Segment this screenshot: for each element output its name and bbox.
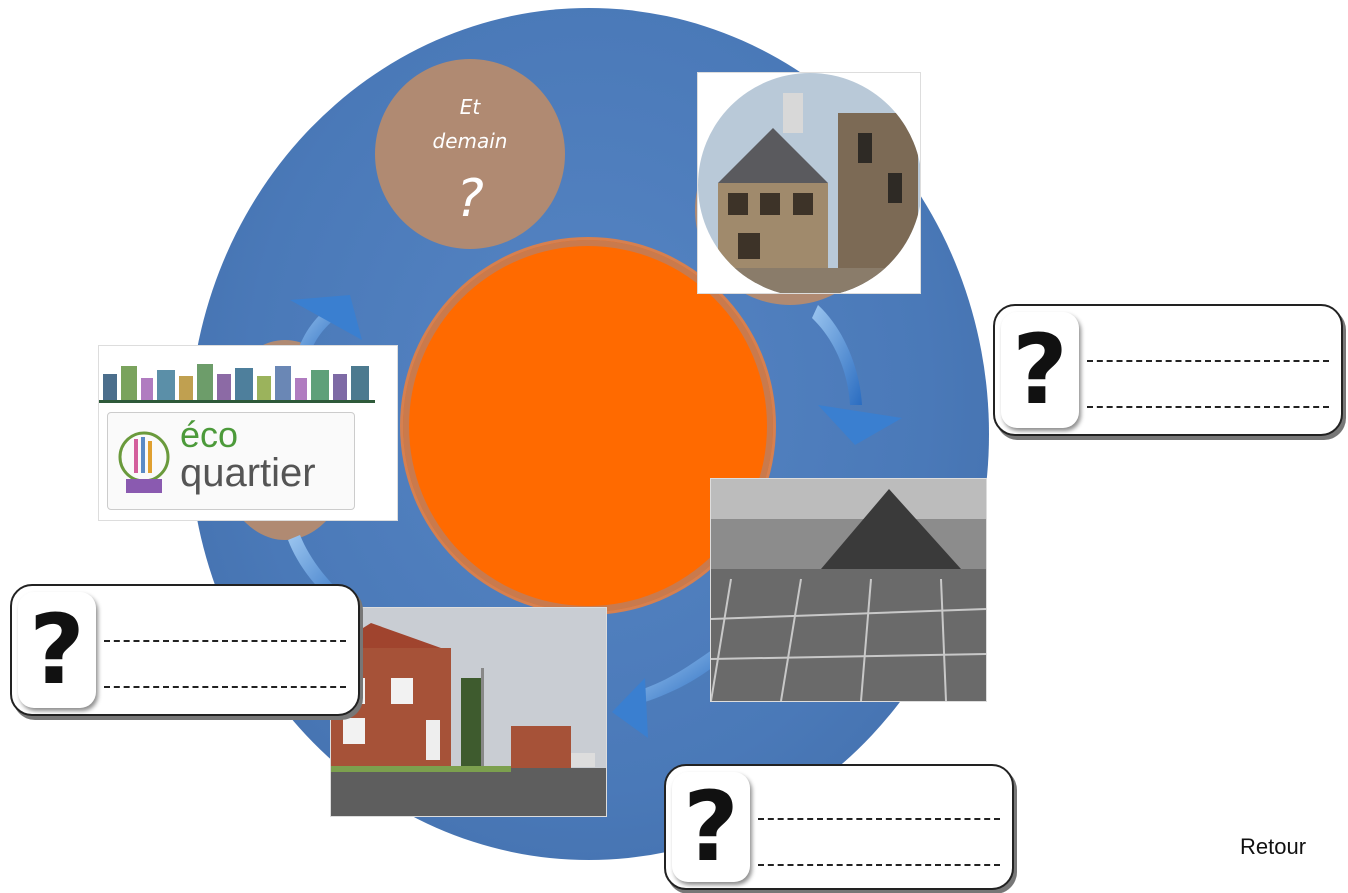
- eco-logo-line2: quartier: [180, 451, 316, 495]
- question-mark-icon: ?: [672, 771, 750, 883]
- houses-banner-icon: [99, 364, 375, 403]
- stage-future[interactable]: Et demain ?: [375, 59, 565, 249]
- old-town-image: [698, 73, 920, 293]
- eco-emblem-icon: [118, 431, 170, 493]
- row-houses-image: [331, 608, 606, 816]
- answer-line[interactable]: [1087, 360, 1329, 362]
- answer-line[interactable]: [758, 864, 1000, 866]
- answer-line[interactable]: [104, 640, 346, 642]
- question-box-right[interactable]: ?: [993, 304, 1343, 436]
- question-mark-icon: ?: [18, 592, 96, 708]
- answer-line[interactable]: [758, 818, 1000, 820]
- mining-town-image: [711, 479, 986, 701]
- eco-logo-box: éco quartier: [107, 412, 355, 510]
- photo-old-town[interactable]: [697, 72, 921, 294]
- back-link[interactable]: Retour: [1240, 834, 1307, 859]
- photo-row-houses[interactable]: [330, 607, 607, 817]
- curved-arrow-icon: [812, 305, 902, 445]
- answer-line[interactable]: [104, 686, 346, 688]
- future-label-line2: demain: [432, 129, 508, 153]
- question-box-bottom[interactable]: ?: [664, 764, 1014, 890]
- photo-eco-quartier[interactable]: éco quartier: [98, 345, 398, 521]
- curved-arrow-icon: [290, 295, 362, 354]
- curved-arrow-icon: [612, 650, 718, 738]
- eco-logo-line1: éco: [180, 414, 239, 455]
- photo-mining-town[interactable]: [710, 478, 987, 702]
- answer-line[interactable]: [1087, 406, 1329, 408]
- question-mark-icon: ?: [1001, 312, 1079, 428]
- question-box-left[interactable]: ?: [10, 584, 360, 716]
- future-question: ?: [456, 169, 484, 229]
- future-label-line1: Et: [459, 95, 481, 119]
